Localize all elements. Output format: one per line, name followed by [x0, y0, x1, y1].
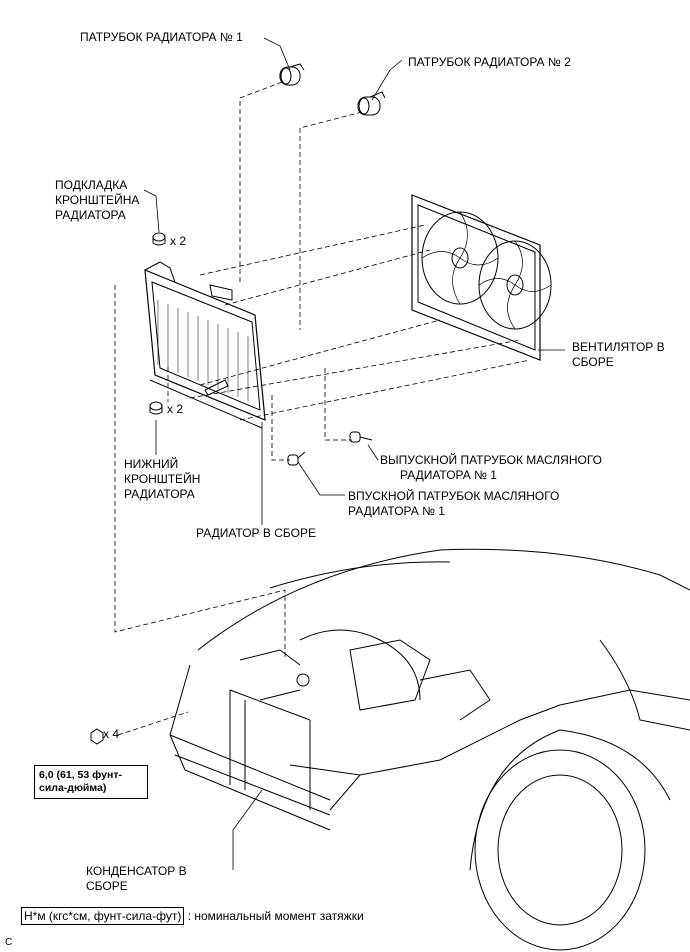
alignment-lines [114, 81, 531, 736]
vehicle-drawing [169, 548, 690, 951]
torque-box: 6,0 (61, 53 фунт- сила-дюйма) [34, 765, 148, 799]
label-oil-cooler-inlet-hose: ВПУСКНОЙ ПАТРУБОК МАСЛЯНОГО РАДИАТОРА № … [348, 489, 560, 518]
radiator-hose-1-drawing [279, 63, 305, 86]
torque-legend-text: : номинальный момент затяжки [187, 909, 364, 923]
lower-support-drawing [149, 401, 163, 415]
label-lower-support: НИЖНИЙ КРОНШТЕЙН РАДИАТОРА [124, 457, 201, 501]
leader-lines [143, 37, 565, 870]
label-radiator-hose-2: ПАТРУБОК РАДИАТОРА № 2 [408, 55, 571, 69]
radiator-hose-2-drawing [357, 91, 386, 116]
label-condenser-assembly: КОНДЕНСАТОР В СБОРЕ [86, 864, 187, 893]
label-oil-cooler-outlet-hose: ВЫПУСКНОЙ ПАТРУБОК МАСЛЯНОГО РАДИАТОРА №… [380, 453, 602, 482]
torque-unit-box: Н*м (кгс*см, фунт-сила-фут) [21, 907, 185, 925]
label-fan-assembly: ВЕНТИЛЯТОР В СБОРЕ [572, 340, 665, 369]
support-cushion-drawing [152, 232, 166, 246]
radiator-drawing [144, 261, 266, 429]
corner-code: C [5, 937, 13, 948]
fan-assembly-drawing [411, 194, 552, 361]
label-bolt-qty: x 4 [103, 727, 120, 741]
label-radiator-assembly: РАДИАТОР В СБОРЕ [196, 526, 316, 540]
torque-legend: Н*м (кгс*см, фунт-сила-фут) : номинальны… [21, 907, 364, 925]
label-lower-support-qty: x 2 [167, 402, 184, 416]
oil-cooler-outlet-hose-drawing [349, 431, 373, 443]
label-support-cushion: ПОДКЛАДКА КРОНШТЕЙНА РАДИАТОРА [55, 178, 140, 222]
label-support-cushion-qty: x 2 [170, 234, 187, 248]
label-radiator-hose-1: ПАТРУБОК РАДИАТОРА № 1 [80, 30, 243, 44]
oil-cooler-inlet-hose-drawing [287, 451, 306, 466]
bolt-drawing [90, 728, 104, 745]
